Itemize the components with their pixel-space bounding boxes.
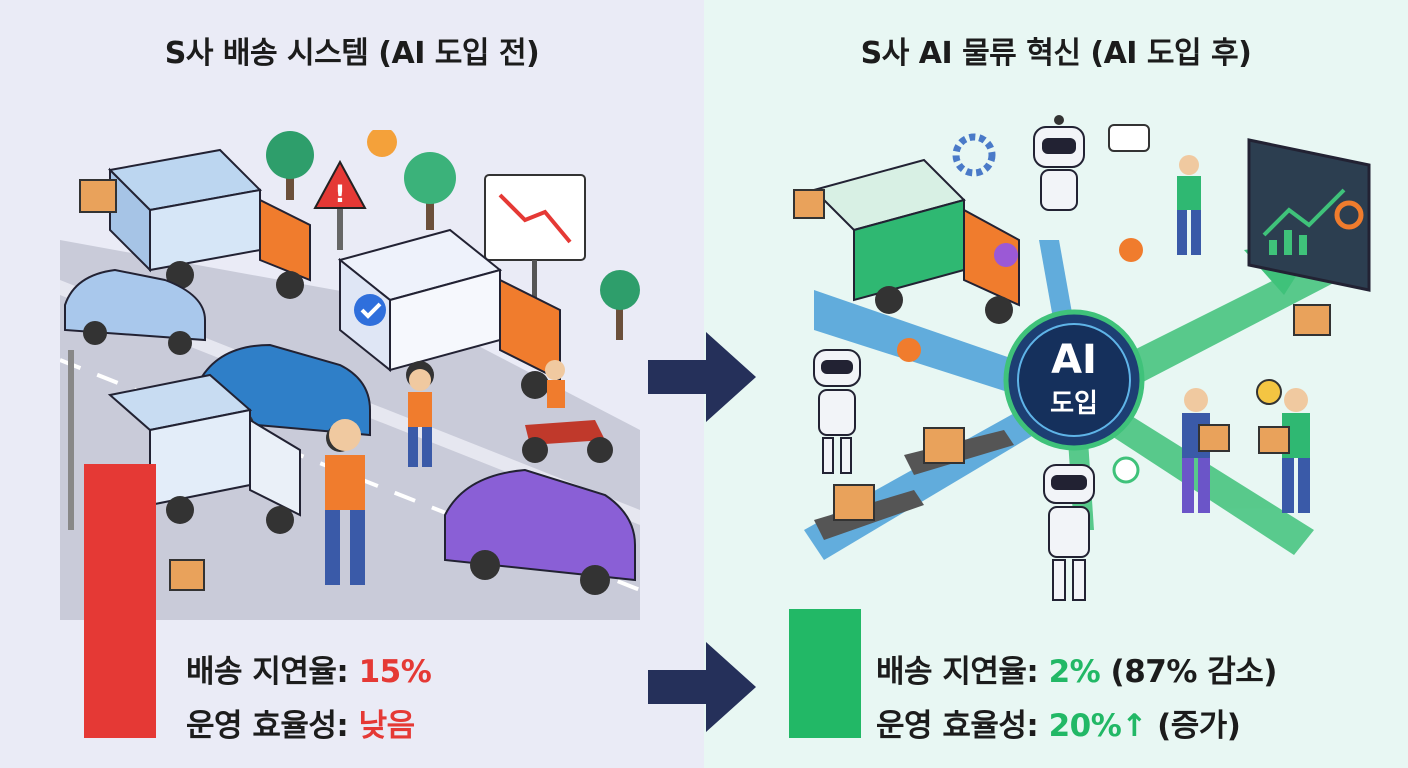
sun-icon	[367, 130, 397, 157]
package-box-icon	[79, 179, 117, 213]
after-delay-label: 배송 지연율:	[876, 654, 1049, 690]
ai-logistics-illustration: AI 도입	[793, 115, 1371, 601]
tree-icon	[266, 131, 314, 200]
declining-chart-billboard	[484, 174, 586, 310]
package-box-icon	[793, 189, 825, 219]
after-efficiency-label: 운영 효율성:	[876, 708, 1049, 744]
after-delay-bar	[789, 609, 861, 738]
before-panel: S사 배송 시스템 (AI 도입 전) !	[0, 0, 704, 768]
after-delay-stat: 배송 지연율: 2% (87% 감소)	[876, 646, 1277, 691]
car	[64, 268, 206, 355]
hub-label-adoption: 도입	[1050, 389, 1098, 419]
after-efficiency-suffix: (증가)	[1146, 708, 1241, 744]
location-pin-icon	[1119, 238, 1143, 262]
after-panel: S사 AI 물류 혁신 (AI 도입 후)	[704, 0, 1408, 768]
robot-icon	[1033, 115, 1085, 211]
robot-icon	[813, 349, 861, 474]
before-delay-bar	[84, 464, 156, 738]
worker-figure	[408, 369, 432, 467]
before-title: S사 배송 시스템 (AI 도입 전)	[164, 36, 540, 71]
after-delay-suffix: (87% 감소)	[1100, 654, 1278, 690]
before-delay-value: 15%	[358, 654, 432, 690]
before-efficiency-value: 낮음	[358, 708, 416, 744]
delivery-truck	[107, 373, 301, 534]
location-pin-icon	[897, 338, 921, 362]
worker-figure	[1182, 388, 1230, 513]
chat-bubble-icon	[1108, 124, 1150, 152]
tree-icon	[404, 152, 456, 230]
package-box-icon	[1293, 304, 1331, 336]
delivery-truck	[812, 158, 1020, 324]
traffic-jam-illustration: !	[60, 130, 640, 620]
package-box-icon	[169, 559, 205, 591]
after-efficiency-value: 20%↑	[1048, 708, 1148, 744]
tree-icon	[600, 270, 640, 340]
conveyor-belt	[814, 484, 924, 540]
before-delay-stat: 배송 지연율: 15%	[186, 646, 432, 691]
analytics-dashboard-screen	[1247, 138, 1371, 292]
svg-text:!: !	[335, 180, 346, 208]
after-title: S사 AI 물류 혁신 (AI 도입 후)	[860, 36, 1252, 71]
smiley-icon	[1256, 379, 1282, 405]
warning-sign-icon: !	[313, 159, 367, 250]
before-efficiency-label: 운영 효율성:	[186, 708, 359, 744]
arrow-right-icon	[648, 642, 756, 732]
after-efficiency-stat: 운영 효율성: 20%↑ (증가)	[876, 700, 1241, 745]
street-lamp	[68, 350, 74, 530]
location-pin-icon	[994, 243, 1018, 267]
hub-label-ai: AI	[1051, 337, 1097, 383]
worker-figure	[1258, 388, 1310, 513]
robot-icon	[1043, 464, 1095, 601]
before-efficiency-stat: 운영 효율성: 낮음	[186, 700, 415, 745]
gear-icon	[952, 133, 996, 177]
arrow-right-icon	[648, 332, 756, 422]
delivery-truck	[337, 228, 561, 399]
checkmark-icon	[1112, 456, 1140, 484]
conveyor-belt	[904, 427, 1014, 475]
stressed-worker-figure	[325, 419, 365, 585]
delivery-truck	[107, 148, 311, 299]
after-delay-value: 2%	[1048, 654, 1101, 690]
ai-hub: AI 도입	[1003, 309, 1145, 451]
worker-figure	[1177, 155, 1201, 255]
motorcycle-courier	[522, 360, 613, 463]
car	[444, 468, 636, 595]
before-delay-label: 배송 지연율:	[186, 654, 359, 690]
